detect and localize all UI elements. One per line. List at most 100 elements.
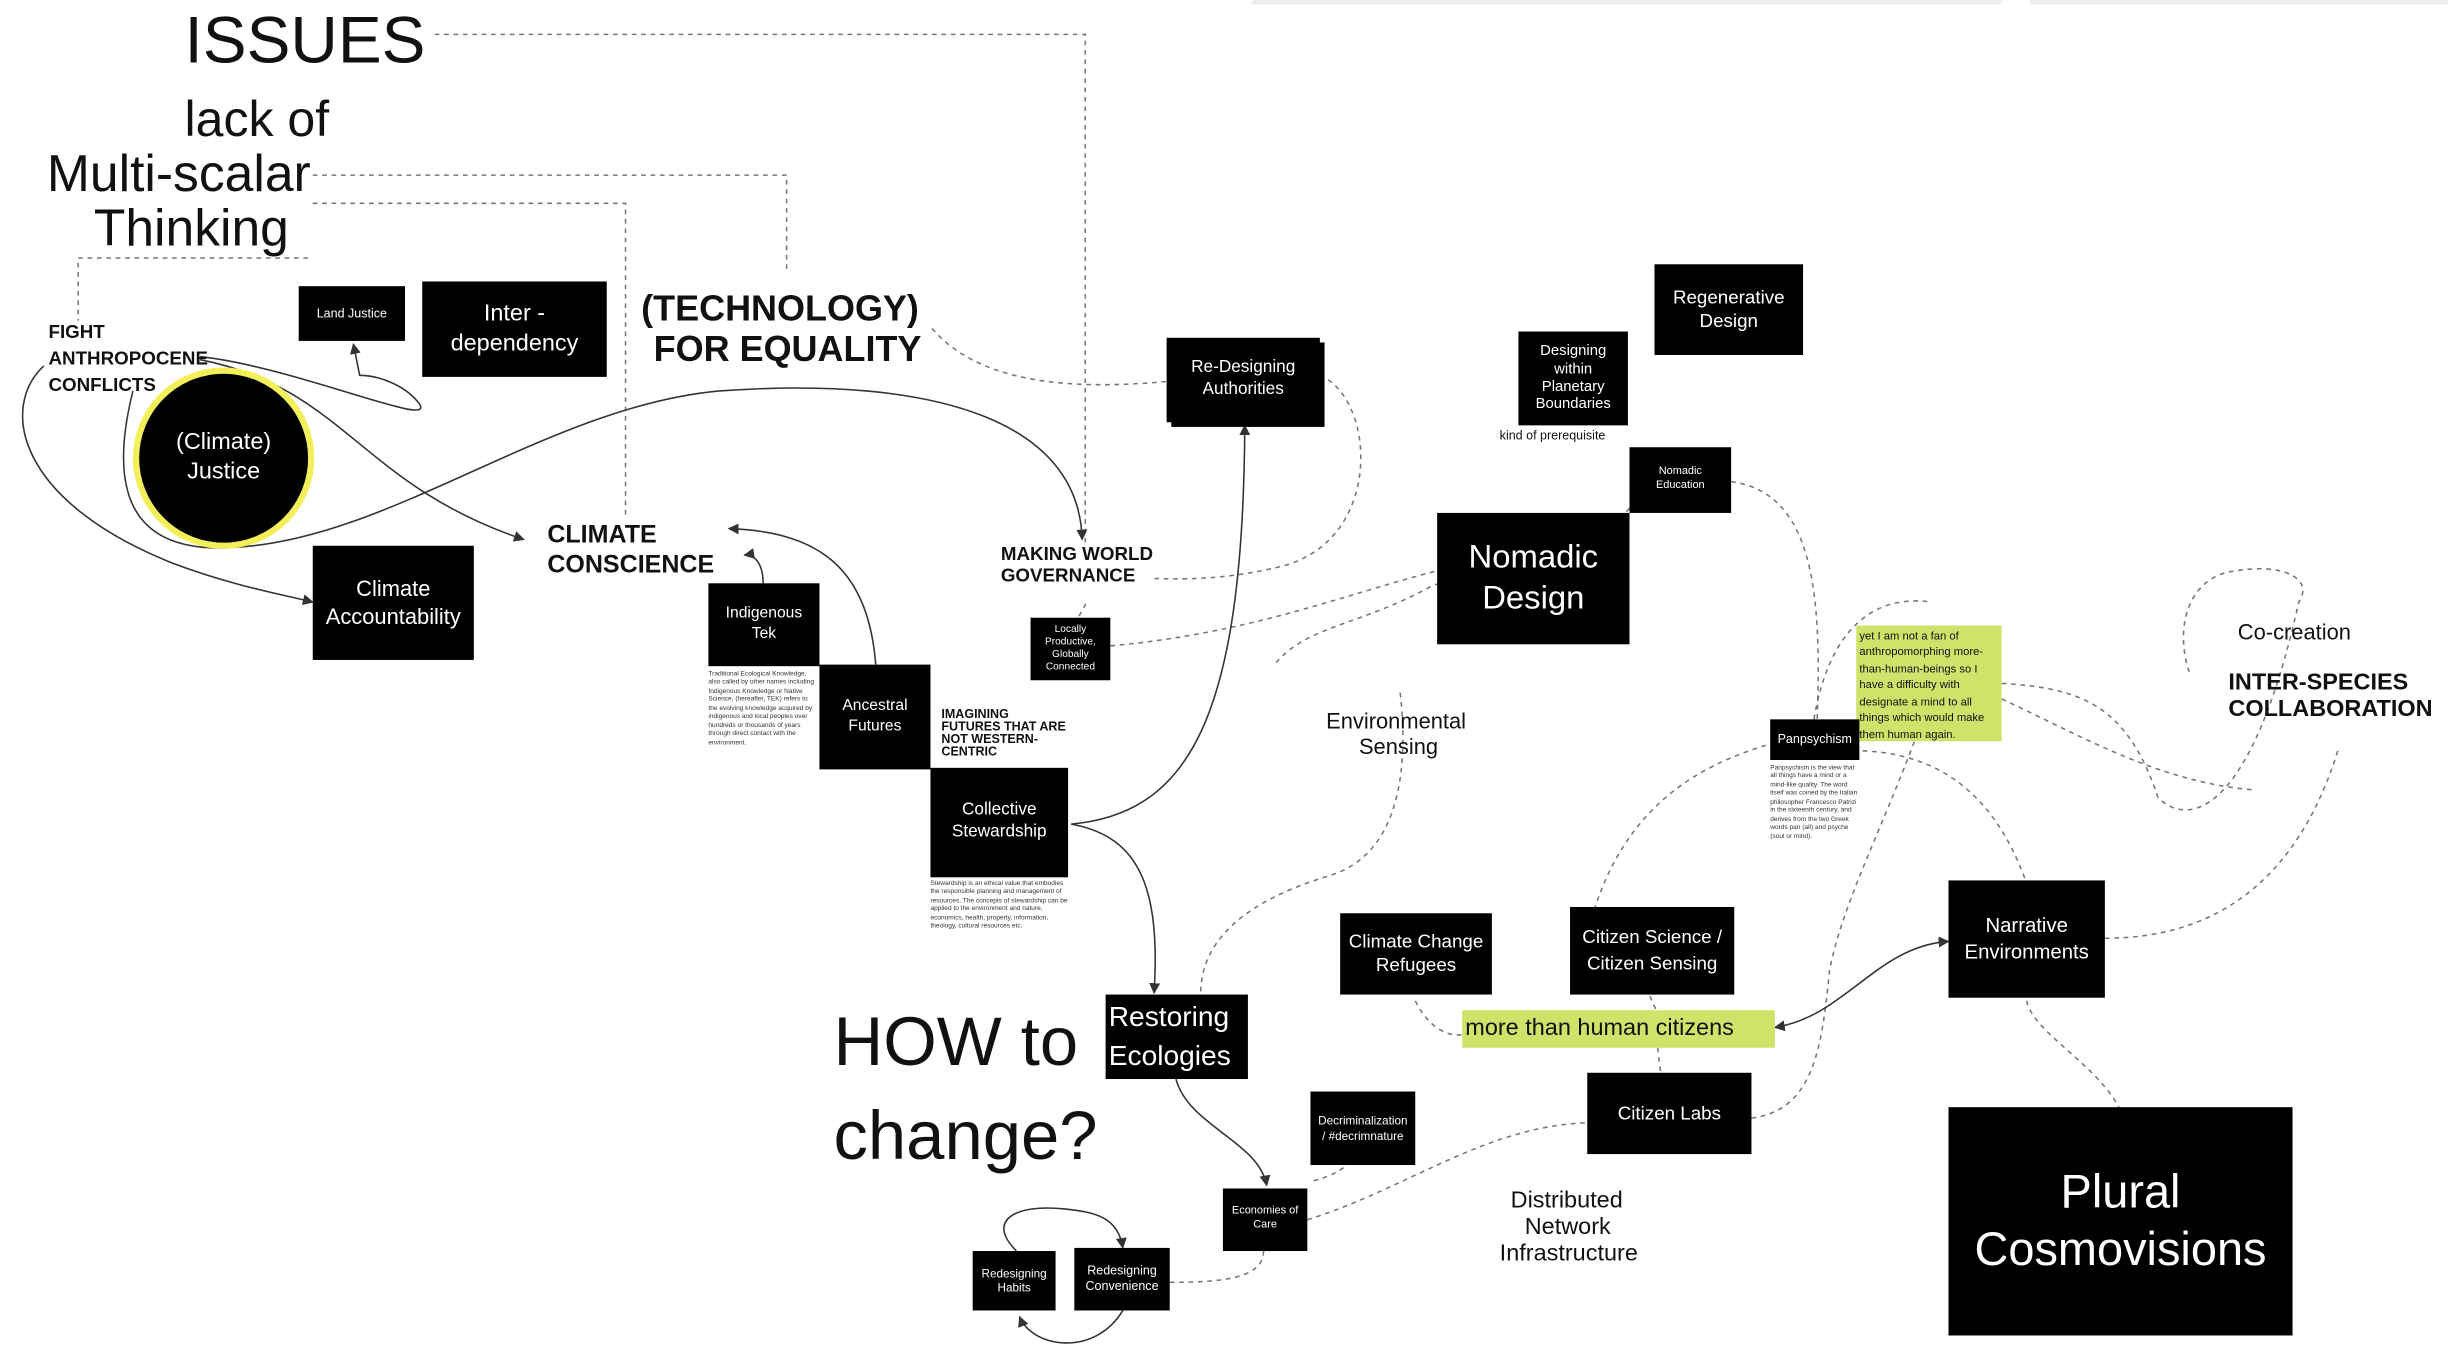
planetary-boundaries-node[interactable]: Designing within Planetary Boundaries (1518, 331, 1628, 426)
nomadic-design-text-2: Design (1482, 580, 1585, 617)
climate-accountability-text-2: Accountability (325, 602, 461, 628)
land-justice-text: Land Justice (316, 305, 387, 320)
ancestral-futures-node[interactable]: Ancestral Futures (819, 664, 931, 770)
plural-cosmovisions-text-2: Cosmovisions (1974, 1224, 2267, 1277)
ancestral-futures-text-1: Ancestral (842, 697, 908, 715)
redesigning-convenience-node[interactable]: Redesigning Convenience (1074, 1247, 1170, 1311)
nomadic-design-node[interactable]: Nomadic Design (1437, 512, 1630, 645)
anthropocene-label: ANTHROPOCENE (48, 347, 209, 370)
collective-stewardship-text-2: Stewardship (951, 822, 1047, 842)
climate-justice-text-2: Justice (187, 458, 261, 485)
distributed-network-label-3: Infrastructure (1499, 1240, 1638, 1267)
citizen-science-text-1: Citizen Science / (1582, 926, 1723, 948)
regenerative-design-node[interactable]: Regenerative Design (1654, 264, 1804, 355)
kind-of-prerequisite-label: kind of prerequisite (1499, 428, 1606, 443)
making-world-governance-label-2: GOVERNANCE (1000, 564, 1136, 587)
distributed-network-label-1: Distributed (1510, 1186, 1623, 1214)
redesigning-habits-text-1: Redesigning (981, 1266, 1047, 1281)
imagining-futures-label-4: CENTRIC (941, 744, 998, 759)
economies-of-care-text-2: Care (1253, 1219, 1277, 1231)
tek-note: Traditional Ecological Knowledge, also c… (708, 669, 817, 746)
inter-dependency-text-1: Inter - (483, 299, 546, 327)
imagining-futures-label-1: IMAGINING (941, 706, 1009, 721)
collective-stewardship-text-1: Collective (961, 801, 1037, 820)
climate-change-refugees-text-2: Refugees (1375, 953, 1457, 976)
narrative-environments-text-1: Narrative (1985, 913, 2068, 938)
nomadic-education-node[interactable]: Nomadic Education (1629, 447, 1732, 513)
ancestral-futures-text-2: Futures (848, 717, 902, 735)
distributed-network-label-2: Network (1524, 1213, 1611, 1241)
restoring-ecologies-node[interactable]: Restoring Ecologies (1105, 994, 1248, 1080)
conflicts-label: CONFLICTS (48, 373, 156, 396)
climate-accountability-node[interactable]: Climate Accountability (312, 545, 474, 660)
locally-productive-text-1: Locally (1054, 624, 1087, 636)
redesigning-habits-node[interactable]: Redesigning Habits (972, 1251, 1056, 1311)
climate-change-refugees-node[interactable]: Climate Change Refugees (1340, 913, 1492, 995)
technology-label: (TECHNOLOGY) (641, 287, 919, 329)
issues-heading: ISSUES (184, 3, 426, 77)
inter-dependency-text-2: dependency (450, 329, 579, 356)
regenerative-design-text-2: Design (1699, 309, 1758, 332)
nomadic-education-text-2: Education (1655, 480, 1705, 492)
regenerative-design-text-1: Regenerative (1672, 286, 1785, 309)
narrative-environments-node[interactable]: Narrative Environments (1948, 880, 2105, 998)
locally-productive-text-3: Globally (1052, 648, 1089, 660)
economies-of-care-node[interactable]: Economies of Care (1222, 1188, 1308, 1252)
redesigning-authorities-text-1: Re-Designing (1191, 358, 1296, 378)
inter-species-label-1: INTER-SPECIES (2228, 669, 2409, 696)
indigenous-tek-text-2: Tek (751, 624, 777, 642)
how-to-heading: HOW to (833, 1003, 1079, 1081)
panpsychism-node[interactable]: Panpsychism (1770, 719, 1860, 761)
thinking-heading: Thinking (93, 198, 289, 257)
environmental-sensing-label-2: Sensing (1358, 733, 1439, 759)
citizen-labs-node[interactable]: Citizen Labs (1587, 1072, 1752, 1155)
climate-justice-node[interactable]: (Climate) Justice (132, 367, 315, 549)
top-bar-right (2029, 0, 2449, 5)
imagining-futures-label-3: NOT WESTERN- (941, 731, 1039, 746)
climate-conscience-label-1: CLIMATE (547, 522, 657, 549)
climate-accountability-text-1: Climate (356, 575, 431, 601)
anthropomorphing-note: yet I am not a fan of anthropomorphing m… (1856, 625, 2002, 742)
fight-label: FIGHT (48, 320, 105, 343)
decriminalization-text-2: / #decrimnature (1322, 1128, 1404, 1143)
inter-species-label-2: COLLABORATION (2228, 695, 2433, 723)
plural-cosmovisions-node[interactable]: Plural Cosmovisions (1948, 1107, 2293, 1336)
redesigning-authorities-node[interactable]: Re-Designing Authorities (1166, 337, 1320, 423)
stewardship-note: Stewardship is an ethical value that emb… (930, 879, 1068, 930)
imagining-futures-label-2: FUTURES THAT ARE (941, 719, 1066, 734)
plural-cosmovisions-text-1: Plural (2060, 1165, 2181, 1218)
stewardship-note-text: Stewardship is an ethical value that emb… (930, 878, 1068, 930)
economies-of-care-text-1: Economies of (1231, 1206, 1299, 1218)
making-world-governance-label-1: MAKING WORLD (1000, 542, 1154, 565)
narrative-environments-text-2: Environments (1964, 939, 2089, 963)
planetary-boundaries-text-3: Planetary (1541, 378, 1605, 396)
redesigning-convenience-text-1: Redesigning (1087, 1263, 1157, 1278)
redesigning-habits-text-2: Habits (997, 1280, 1031, 1295)
redesigning-authorities-text-2: Authorities (1202, 380, 1284, 399)
restoring-ecologies-text-2: Ecologies (1108, 1039, 1231, 1072)
climate-conscience-label-2: CONSCIENCE (547, 552, 715, 579)
more-than-human-citizens-highlight: more than human citizens (1462, 1010, 1775, 1048)
locally-productive-text-2: Productive, (1044, 636, 1096, 648)
redesigning-convenience-text-2: Convenience (1085, 1279, 1159, 1294)
inter-dependency-node[interactable]: Inter - dependency (422, 281, 607, 377)
restoring-ecologies-text-1: Restoring (1108, 1000, 1230, 1032)
anthropomorphing-note-text: yet I am not a fan of anthropomorphing m… (1859, 628, 1985, 741)
collective-stewardship-node[interactable]: Collective Stewardship (930, 767, 1069, 878)
land-justice-node[interactable]: Land Justice (298, 286, 406, 341)
top-bar-left (1251, 0, 2002, 5)
tek-note-text: Traditional Ecological Knowledge, also c… (708, 669, 814, 746)
decriminalization-node[interactable]: Decriminalization / #decrimnature (1310, 1091, 1416, 1166)
change-heading: change? (833, 1097, 1098, 1175)
locally-productive-node[interactable]: Locally Productive, Globally Connected (1030, 617, 1111, 681)
planetary-boundaries-text-2: within (1554, 360, 1593, 378)
climate-justice-text-1: (Climate) (176, 428, 272, 456)
climate-change-refugees-text-1: Climate Change (1348, 930, 1484, 953)
locally-productive-text-4: Connected (1045, 661, 1096, 673)
citizen-science-node[interactable]: Citizen Science / Citizen Sensing (1570, 907, 1735, 995)
panpsychism-note: Panpsychism is the view that all things … (1770, 763, 1858, 840)
for-equality-label: FOR EQUALITY (653, 328, 922, 370)
indigenous-tek-node[interactable]: Indigenous Tek (708, 583, 820, 667)
citizen-labs-text: Citizen Labs (1617, 1101, 1721, 1124)
